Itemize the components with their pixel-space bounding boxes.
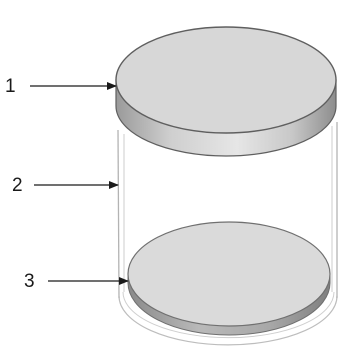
cylinder-bottom-edge-inner xyxy=(122,291,335,339)
callout-2: 2 xyxy=(12,175,119,196)
callout-label-2: 2 xyxy=(12,175,23,196)
base-disc-top xyxy=(127,221,331,327)
cylinder-left-wall-outer xyxy=(117,129,120,299)
transparent-cylinder xyxy=(117,122,338,346)
base-disc xyxy=(127,221,331,336)
callout-3: 3 xyxy=(24,271,129,292)
callout-label-3: 3 xyxy=(24,271,35,292)
callout-label-1: 1 xyxy=(5,76,16,97)
lid xyxy=(115,26,337,157)
callout-1: 1 xyxy=(5,76,117,97)
lid-top xyxy=(115,26,337,134)
cylinder-bottom-edge xyxy=(118,295,338,346)
